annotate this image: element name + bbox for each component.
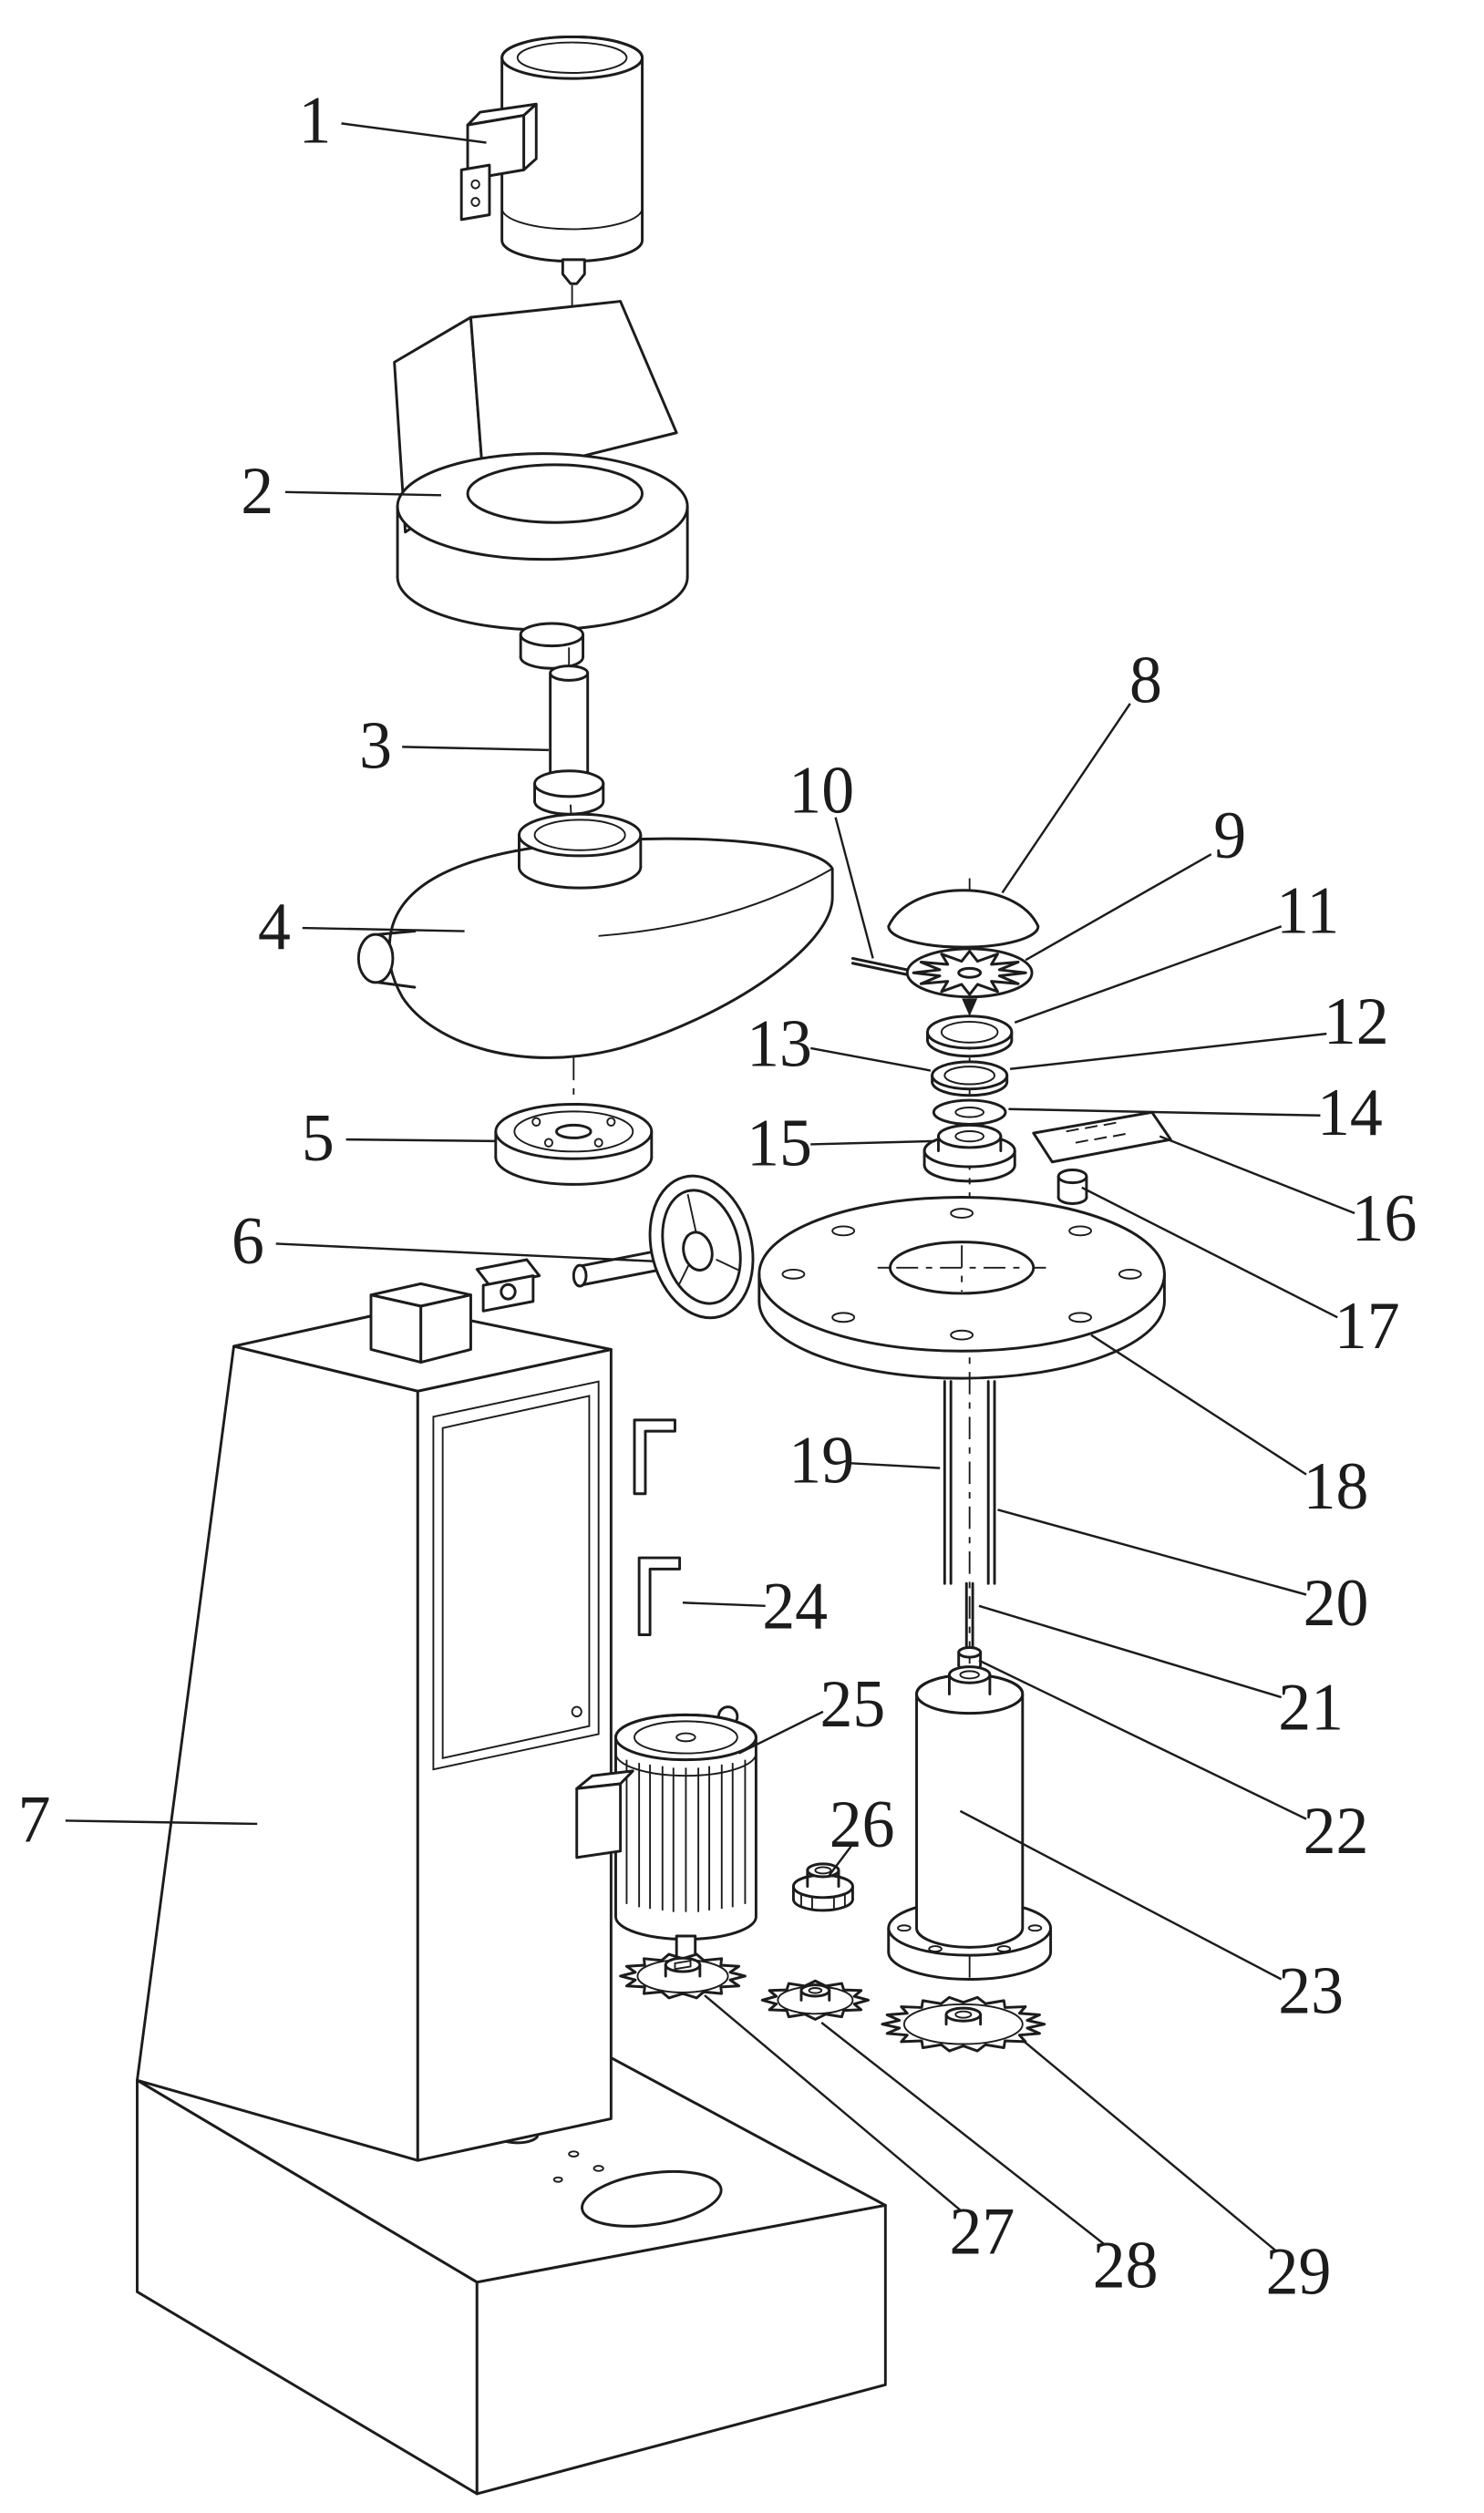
part-label-16: 16: [1352, 1180, 1417, 1255]
leader-line-28: [820, 2021, 1105, 2245]
drive-shaft: [964, 1581, 974, 1653]
part-label-11: 11: [1276, 873, 1339, 948]
volute-cover: [356, 812, 834, 1059]
part-label-4: 4: [258, 889, 291, 963]
leader-line-26: [828, 1845, 852, 1876]
part-label-10: 10: [788, 753, 854, 828]
leader-line-17: [1081, 1186, 1338, 1319]
leader-line-23: [959, 1809, 1283, 1981]
leader-line-13: [810, 1046, 932, 1072]
part-label-25: 25: [820, 1666, 886, 1741]
part-label-6: 6: [232, 1203, 264, 1278]
leader-line-15: [810, 1139, 936, 1146]
part-label-1: 1: [298, 83, 331, 158]
leader-line-20: [997, 1509, 1307, 1596]
retaining-ring: [926, 1014, 1014, 1058]
mounting-flange: [757, 1195, 1166, 1380]
part-label-13: 13: [747, 1006, 812, 1081]
leader-line-18: [1090, 1334, 1307, 1476]
part-label-21: 21: [1278, 1670, 1344, 1745]
leader-line-2: [284, 490, 441, 497]
spindle-shaft: [533, 664, 605, 816]
part-label-2: 2: [241, 453, 273, 528]
leader-line-27: [704, 1994, 962, 2211]
seal-ring: [931, 1060, 1009, 1097]
part-label-27: 27: [949, 2193, 1015, 2268]
sprocket-left: [619, 1952, 747, 2000]
leader-line-16: [1159, 1135, 1355, 1215]
leader-line-19: [850, 1462, 941, 1469]
name-plate: [1032, 1110, 1172, 1164]
leader-line-12: [1010, 1032, 1327, 1071]
dome-cap: [887, 889, 1040, 949]
part-label-7: 7: [18, 1782, 51, 1857]
sprocket-right: [881, 1995, 1046, 2053]
leader-line-7: [65, 1819, 258, 1826]
part-label-22: 22: [1304, 1793, 1369, 1868]
impeller-disc: [905, 947, 1034, 999]
leader-line-25: [738, 1710, 824, 1755]
washer: [932, 1098, 1007, 1126]
leader-line-29: [1022, 2039, 1276, 2251]
hex-keys: [633, 1418, 682, 1636]
part-label-29: 29: [1266, 2233, 1332, 2308]
leader-line-3: [402, 746, 549, 752]
handwheel: [475, 1174, 755, 1320]
part-label-18: 18: [1304, 1448, 1369, 1523]
part-label-15: 15: [747, 1106, 812, 1180]
part-label-19: 19: [788, 1423, 854, 1498]
machine-frame: [136, 1282, 887, 2496]
part-label-9: 9: [1213, 798, 1246, 872]
bearing-hub: [922, 1123, 1016, 1183]
part-label-24: 24: [762, 1569, 828, 1643]
leader-line-4: [302, 926, 465, 932]
part-label-17: 17: [1335, 1288, 1400, 1363]
part-label-12: 12: [1324, 984, 1389, 1058]
part-label-5: 5: [302, 1100, 335, 1175]
guide-rods: [943, 1380, 996, 1585]
leader-line-10: [834, 817, 874, 959]
assembly-arrow: [962, 998, 978, 1016]
part-label-8: 8: [1129, 642, 1162, 716]
part-label-28: 28: [1093, 2227, 1159, 2302]
main-motor: [459, 35, 644, 285]
leader-line-22: [978, 1659, 1307, 1820]
part-label-20: 20: [1304, 1565, 1369, 1640]
leader-line-9: [1025, 853, 1212, 962]
leader-line-8: [1001, 703, 1131, 894]
coupling: [791, 1862, 854, 1912]
sprocket-middle: [760, 1979, 870, 2021]
leader-line-5: [345, 1138, 496, 1143]
leader-line-11: [1014, 925, 1283, 1024]
part-label-26: 26: [830, 1787, 895, 1861]
locating-pin: [1056, 1169, 1088, 1205]
leader-line-24: [682, 1602, 766, 1608]
leader-line-21: [978, 1604, 1283, 1699]
leader-line-1: [341, 122, 487, 144]
lower-cylinder: [887, 1665, 1053, 1981]
gearbox-housing: [393, 300, 689, 670]
pulley-disc: [494, 1102, 654, 1186]
leader-line-14: [1008, 1107, 1321, 1117]
gear-motor: [575, 1705, 757, 1968]
part-label-14: 14: [1317, 1075, 1383, 1149]
part-labels: 1234567891011121314151617181920212223242…: [18, 83, 1417, 2309]
leader-line-6: [275, 1242, 655, 1263]
part-label-23: 23: [1278, 1953, 1344, 2028]
part-label-3: 3: [359, 708, 392, 783]
